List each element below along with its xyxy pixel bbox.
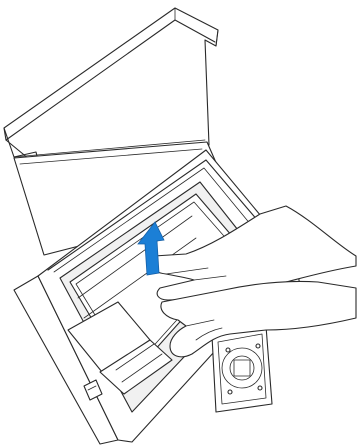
stand-base [212,326,272,412]
